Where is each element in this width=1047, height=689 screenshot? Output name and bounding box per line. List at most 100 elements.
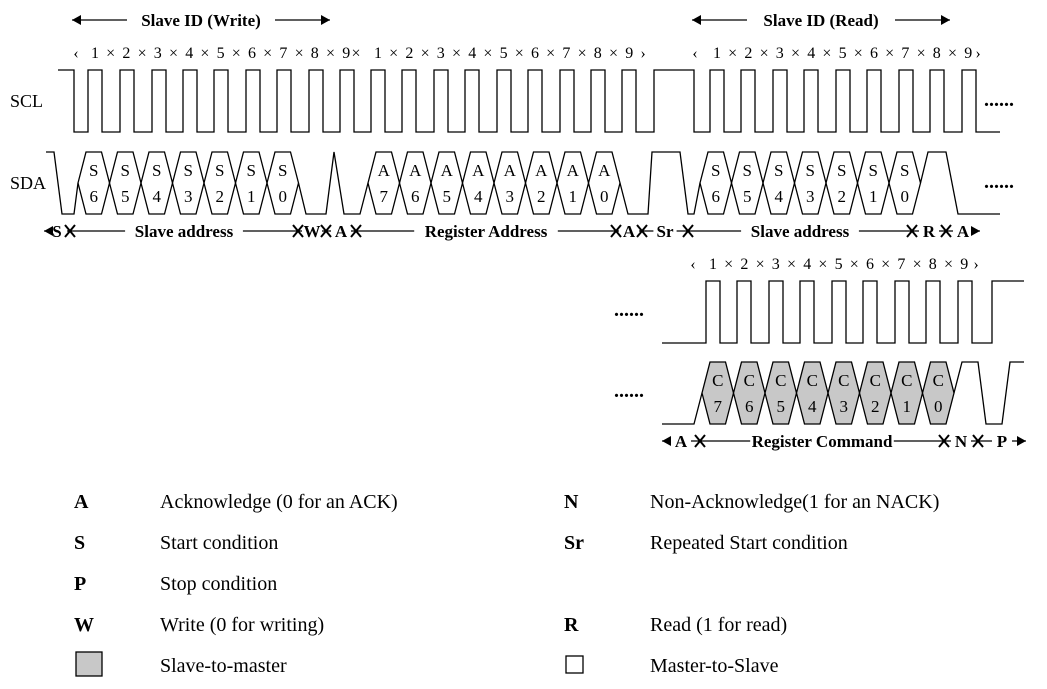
command-bit-letter: C — [712, 371, 723, 390]
segment-row1-label-7: Slave address — [751, 222, 850, 241]
header-bracket-write-arrow-right — [321, 15, 330, 25]
sda2-nack-stop — [953, 361, 1024, 425]
clock-count-read-command-sep: × — [944, 256, 953, 273]
slave-read-bit-letter: S — [806, 161, 815, 180]
clock-count-read-command: 9 — [960, 256, 968, 273]
segment-row1-bg-5 — [619, 219, 639, 239]
register-bit-letter: A — [535, 161, 548, 180]
clock-count-write-register: 5 — [500, 45, 508, 62]
clock-count-write-register: 2 — [405, 45, 413, 62]
register-bit-letter: A — [598, 161, 611, 180]
clock-count-read-slave-sep: × — [885, 45, 894, 62]
clock-count-write-slave: 9 — [342, 45, 350, 62]
command-bit-letter: C — [744, 371, 755, 390]
clock-count-read-command-sep: × — [850, 256, 859, 273]
clock-count-write-register: 7 — [562, 45, 570, 62]
segment-row1-arrow-right — [971, 226, 980, 236]
clock-count-write-slave-sep: × — [169, 45, 178, 62]
legend-desc: Read (1 for read) — [650, 614, 787, 636]
clock-count-read-command-sep: × — [756, 256, 765, 273]
clock-count-read-command: 4 — [803, 256, 811, 273]
register-bit-letter: A — [567, 161, 580, 180]
segment-row1-bg-4 — [414, 219, 558, 239]
clock-count-read-slave: 6 — [870, 45, 878, 62]
segment-row2-label-0: A — [675, 432, 688, 451]
segment-row2-bg-1 — [750, 429, 894, 449]
clock-count-write-register-sep: × — [389, 45, 398, 62]
legend-key: R — [564, 614, 579, 636]
slave-read-bit-letter: S — [869, 161, 878, 180]
clock-count-read-command-sep: × — [818, 256, 827, 273]
segment-row1-cross — [682, 224, 694, 238]
command-bit-number: 6 — [745, 397, 754, 416]
clock-count-write-register: 3 — [437, 45, 445, 62]
segment-row1-arrow-left — [44, 226, 53, 236]
legend-desc: Stop condition — [160, 573, 277, 595]
clock-count-read-command-sep: × — [724, 256, 733, 273]
segment-row2-arrow-right — [1017, 436, 1026, 446]
legend-slave-swatch — [75, 651, 103, 677]
legend-key: P — [74, 573, 86, 595]
register-bit-number: 5 — [443, 187, 452, 206]
segment-row1-cross — [64, 224, 76, 238]
waveforms — [44, 8, 1026, 677]
segment-row1-bg-6 — [653, 219, 677, 239]
segment-row1-bg-8 — [919, 219, 939, 239]
segment-row1-label-6: Sr — [657, 222, 674, 241]
sda-read-ack — [919, 151, 1000, 215]
clock-count-write-register: 1 — [374, 45, 382, 62]
clock-count-read-command: 6 — [866, 256, 874, 273]
command-bit-number: 3 — [840, 397, 849, 416]
clock-count-read-slave: 9 — [964, 45, 972, 62]
segment-row1-bg-1 — [125, 219, 243, 239]
clock-count-read-slave-sep: × — [760, 45, 769, 62]
register-bit-number: 7 — [380, 187, 389, 206]
clock-count-read-command: 1 — [709, 256, 717, 273]
clock-count-read-slave: 1 — [713, 45, 721, 62]
count-close: › — [640, 45, 645, 62]
header-bracket-read-label-bg — [747, 8, 895, 30]
clock-count-write-slave-sep: × — [138, 45, 147, 62]
clock-count-write-slave: 4 — [185, 45, 193, 62]
clock-count-write-slave-sep: × — [232, 45, 241, 62]
legend-key: S — [74, 532, 85, 554]
slave-read-bit-letter: S — [837, 161, 846, 180]
segment-row1-bg-2 — [302, 219, 322, 239]
clock-count-write-register-sep: × — [609, 45, 618, 62]
clock-count-write-slave: 1 — [91, 45, 99, 62]
count-open-read: ‹ — [692, 45, 697, 62]
segment-row1-bg-7 — [741, 219, 859, 239]
slave-write-bit-letter: S — [152, 161, 161, 180]
count-close-read: › — [975, 45, 980, 62]
header-bracket-write-label: Slave ID (Write) — [141, 11, 261, 30]
segment-row1-label-0: S — [52, 222, 61, 241]
clock-count-write-slave-sep: × — [295, 45, 304, 62]
segment-row1-label-9: A — [957, 222, 970, 241]
clock-count-read-command: 2 — [740, 256, 748, 273]
register-bit-letter: A — [409, 161, 422, 180]
segment-row1-label-8: R — [923, 222, 936, 241]
sda-start — [46, 151, 79, 215]
slave-read-bit-number: 4 — [775, 187, 784, 206]
segment-row1-label-4: Register Address — [425, 222, 548, 241]
segment-row2-cross — [972, 434, 984, 448]
slave-read-bit-number: 0 — [901, 187, 910, 206]
slave-write-bit-letter: S — [184, 161, 193, 180]
segment-row2-label-3: P — [997, 432, 1007, 451]
scl-label: SCL — [10, 91, 43, 111]
clock-count-read-slave: 8 — [933, 45, 941, 62]
slave-write-bit-number: 5 — [121, 187, 130, 206]
segment-row1-label-5: A — [623, 222, 636, 241]
clock-count-write-register-sep: × — [515, 45, 524, 62]
sda2-continuation: ...... — [614, 380, 644, 402]
register-bit-letter: A — [441, 161, 454, 180]
segment-row1-label-2: W — [304, 222, 321, 241]
clock-count-write-register: 9 — [625, 45, 633, 62]
command-bit-number: 7 — [714, 397, 723, 416]
register-bit-number: 1 — [569, 187, 578, 206]
slave-write-bit-number: 4 — [153, 187, 162, 206]
clock-count-write-slave-sep: × — [200, 45, 209, 62]
segment-row2-cross — [694, 434, 706, 448]
clock-count-read-slave: 4 — [807, 45, 815, 62]
legend-desc: Start condition — [160, 532, 278, 554]
